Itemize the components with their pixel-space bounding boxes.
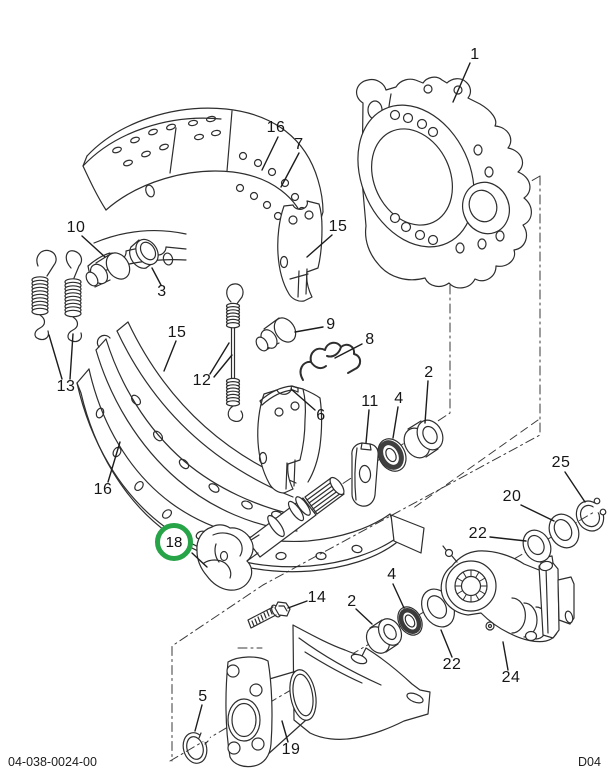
callout-10: 10 bbox=[66, 219, 86, 236]
callout-3: 3 bbox=[157, 283, 167, 300]
part-bearing-4-upper-drawing bbox=[373, 434, 412, 476]
callout-15-top: 15 bbox=[328, 218, 348, 235]
callout-11: 11 bbox=[361, 393, 379, 410]
part-slack-adjuster-24-drawing bbox=[441, 546, 574, 642]
callout-14: 14 bbox=[307, 589, 327, 606]
part-spring-12-drawing bbox=[227, 284, 244, 421]
callout-13: 13 bbox=[56, 378, 76, 395]
part-washer-20-drawing bbox=[543, 509, 584, 553]
part-bolt-14-drawing bbox=[248, 602, 290, 628]
callout-22-upper: 22 bbox=[468, 525, 488, 542]
callout-9: 9 bbox=[326, 316, 336, 333]
callout-4-lower: 4 bbox=[387, 566, 397, 583]
part-snap-ring-5-drawing bbox=[180, 732, 210, 766]
callout-22-lower: 22 bbox=[442, 656, 462, 673]
document-number: 04-038-0024-00 bbox=[8, 755, 97, 769]
part-washer-22-upper-drawing bbox=[518, 525, 556, 566]
callout-16-bottom: 16 bbox=[93, 481, 113, 498]
callout-16-top: 16 bbox=[266, 119, 286, 136]
part-camshaft-18-drawing bbox=[197, 475, 347, 590]
callout-1: 1 bbox=[470, 46, 480, 63]
part-seal-4-lower-drawing bbox=[393, 603, 427, 640]
page-code: D04 bbox=[578, 755, 601, 769]
callout-25: 25 bbox=[551, 454, 571, 471]
part-spider-drawing bbox=[336, 77, 532, 288]
lining-rivet-holes-top bbox=[112, 116, 306, 233]
callout-19: 19 bbox=[281, 741, 301, 758]
callout-2-lower: 2 bbox=[347, 593, 357, 610]
part-bushing-3-drawing bbox=[130, 235, 163, 269]
part-snap-ring-25-drawing bbox=[571, 496, 609, 536]
callout-7: 7 bbox=[294, 136, 304, 153]
part-roller-10-drawing bbox=[84, 249, 135, 288]
callout-20: 20 bbox=[502, 488, 522, 505]
callout-5: 5 bbox=[198, 688, 208, 705]
callout-12: 12 bbox=[192, 372, 212, 389]
part-clip-8-drawing bbox=[301, 343, 361, 380]
part-top-brake-shoe-drawing bbox=[83, 108, 323, 301]
callout-2-upper: 2 bbox=[424, 364, 434, 381]
callout-4-upper: 4 bbox=[394, 390, 404, 407]
callout-15-bottom: 15 bbox=[167, 324, 187, 341]
callout-8: 8 bbox=[365, 331, 375, 348]
highlighted-callout-18[interactable]: 18 bbox=[155, 523, 193, 561]
part-bushing-2-upper-drawing bbox=[399, 416, 448, 463]
part-springs-drawing bbox=[32, 250, 81, 341]
callout-24: 24 bbox=[501, 669, 521, 686]
callout-leader-lines bbox=[49, 63, 585, 742]
callout-6: 6 bbox=[316, 407, 326, 424]
part-bushing-2-lower-drawing bbox=[362, 615, 406, 658]
part-retainer-11-drawing bbox=[352, 443, 378, 506]
callout-18-label: 18 bbox=[165, 533, 183, 551]
part-bracket-19-drawing bbox=[226, 625, 430, 767]
part-roller-9-drawing bbox=[254, 314, 300, 353]
